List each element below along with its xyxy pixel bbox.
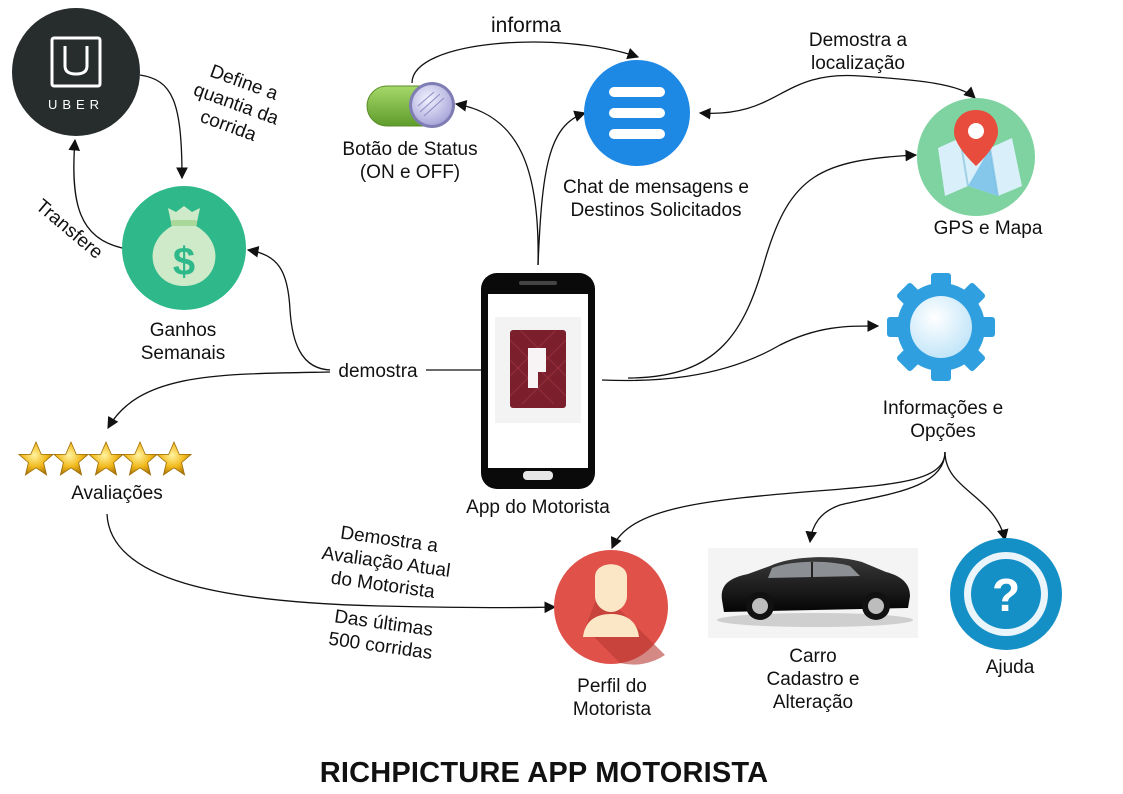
edge-app-to-gps xyxy=(627,149,918,379)
toggle-switch-icon xyxy=(366,82,455,128)
star-icon xyxy=(87,440,125,476)
edge-earnings-to-uber xyxy=(68,138,123,249)
edge-settings-to-profile xyxy=(611,451,946,550)
edge-app-to-chat xyxy=(537,110,587,266)
star-icon xyxy=(121,440,159,476)
edge-label-localizacao: Demostra a localização xyxy=(808,30,908,74)
edge-status-to-chat xyxy=(411,41,640,84)
user-icon xyxy=(554,550,668,665)
star-icon xyxy=(52,440,90,476)
help-label: Ajuda xyxy=(985,657,1035,678)
edge-demostra-to-earnings xyxy=(246,245,333,371)
map-pin-icon xyxy=(917,98,1035,216)
gps-label: GPS e Mapa xyxy=(933,218,1043,239)
edge-settings-to-car xyxy=(805,451,946,544)
chat-label: Chat de mensagens e Destinos Solicitados xyxy=(563,177,749,221)
car-icon xyxy=(708,548,918,638)
edge-app-to-status xyxy=(454,100,539,266)
profile-label: Perfil do Motorista xyxy=(572,676,652,720)
app-label: App do Motorista xyxy=(466,497,610,518)
rating-stars xyxy=(17,440,193,476)
uber-logo-icon xyxy=(12,8,140,136)
svg-text:?: ? xyxy=(992,569,1020,621)
ratings-label: Avaliações xyxy=(71,483,163,504)
question-icon: ? xyxy=(950,538,1062,650)
status-button-label: Botão de Status (ON e OFF) xyxy=(342,139,478,183)
edge-app-to-settings xyxy=(601,320,880,382)
smartphone-icon xyxy=(481,273,595,489)
uber-logo-text: UBER xyxy=(48,97,104,112)
uber-logo: UBER xyxy=(12,8,140,136)
edge-label-informa: informa xyxy=(490,14,562,37)
menu-lines-icon xyxy=(584,60,690,166)
star-icon xyxy=(17,440,55,476)
edge-chat-gps xyxy=(698,74,976,120)
settings-label: Informações e Opções xyxy=(882,398,1004,442)
connectors xyxy=(68,41,1009,614)
svg-text:$: $ xyxy=(173,240,195,284)
car-label: Carro Cadastro e Alteração xyxy=(766,646,860,713)
money-bag-icon: $ xyxy=(122,186,246,310)
edge-label-demostra: demostra xyxy=(330,360,426,383)
edge-settings-to-help xyxy=(944,451,1009,542)
edge-ratings-to-profile xyxy=(106,513,557,614)
page-title: RICHPICTURE APP MOTORISTA xyxy=(319,757,769,789)
edge-uber-to-earnings xyxy=(139,74,188,180)
edge-demostra-to-ratings xyxy=(107,371,333,430)
gear-icon xyxy=(887,273,995,381)
star-icon xyxy=(155,440,193,476)
earnings-label: Ganhos Semanais xyxy=(140,320,226,364)
